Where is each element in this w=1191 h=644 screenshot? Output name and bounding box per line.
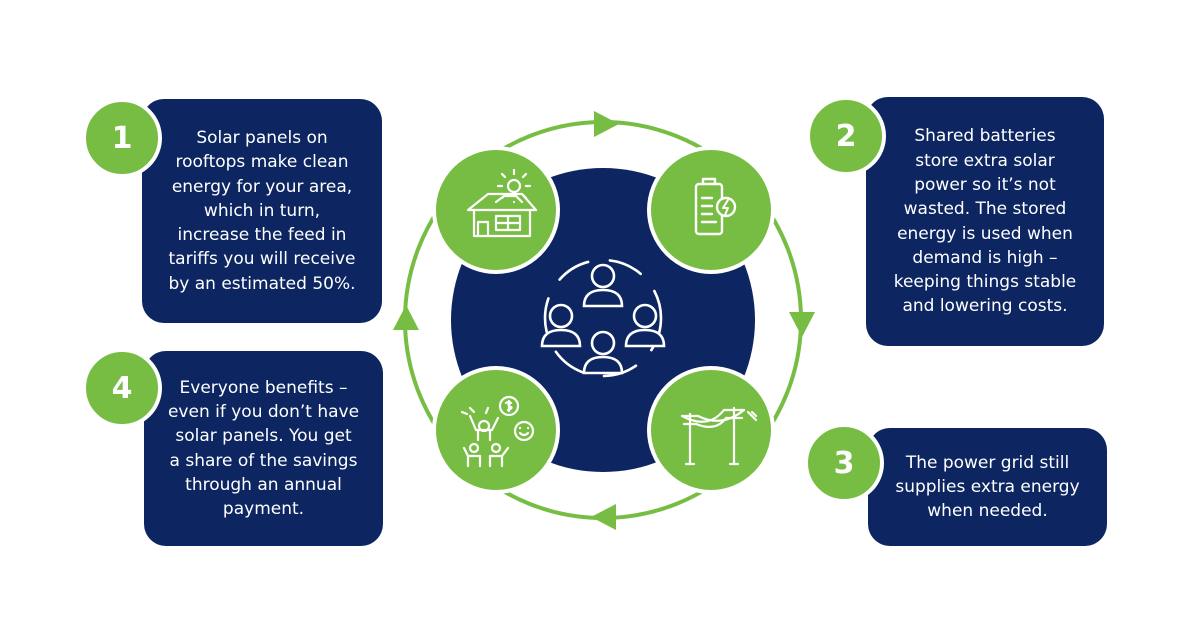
step-2-number-badge: 2 — [806, 96, 886, 176]
step-3-icon-circle — [647, 366, 775, 494]
people-savings-icon — [460, 395, 535, 468]
step-1-number-badge: 1 — [82, 98, 162, 178]
step-2-card: Shared batteries store extra solar power… — [866, 97, 1104, 346]
step-4-card: Everyone benefits – even if you don’t ha… — [144, 351, 383, 546]
arrow-up-left — [393, 305, 419, 330]
step-3-number: 3 — [833, 445, 855, 481]
house-solar-icon — [466, 168, 538, 238]
step-1-number: 1 — [111, 120, 133, 156]
step-3-card: The power grid still supplies extra ener… — [868, 428, 1107, 546]
step-3-text: The power grid still supplies extra ener… — [895, 452, 1080, 522]
step-4-number-badge: 4 — [82, 348, 162, 428]
step-3-number-badge: 3 — [804, 423, 884, 503]
step-1-card: Solar panels on rooftops make clean ener… — [142, 99, 382, 323]
community-people-icon — [540, 258, 666, 378]
step-4-text: Everyone benefits – even if you don’t ha… — [167, 377, 360, 520]
step-2-number: 2 — [835, 118, 857, 154]
step-4-number: 4 — [111, 370, 133, 406]
power-lines-icon — [680, 406, 758, 466]
step-1-text: Solar panels on rooftops make clean ener… — [168, 127, 356, 294]
step-2-text: Shared batteries store extra solar power… — [893, 126, 1077, 317]
battery-charging-icon — [694, 177, 737, 236]
step-4-icon-circle — [432, 366, 560, 494]
step-2-icon-circle — [647, 146, 775, 274]
arrow-down-right — [789, 312, 815, 337]
arrow-left-bottom — [591, 504, 616, 530]
arrow-right-top — [594, 111, 619, 137]
